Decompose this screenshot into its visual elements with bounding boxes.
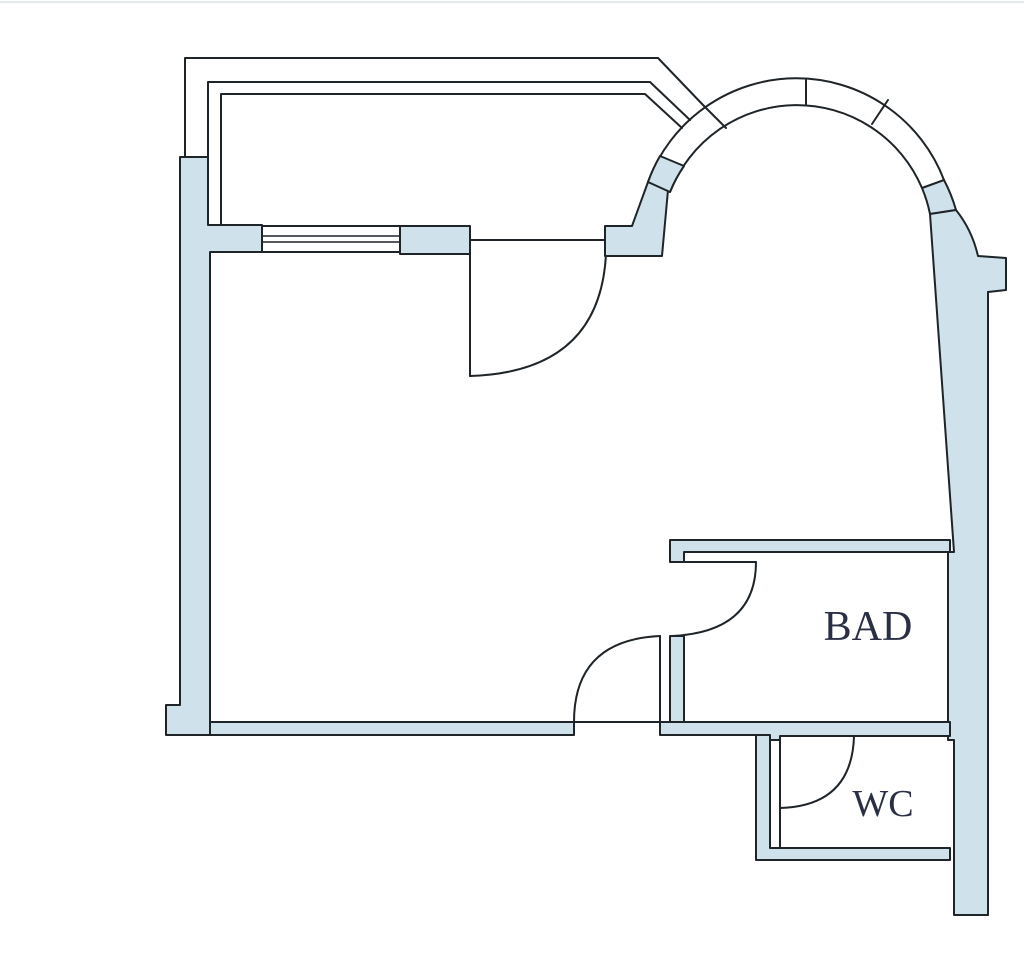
bay-window-arc	[647, 77, 957, 215]
entry-door	[573, 635, 661, 723]
bathroom-door	[671, 561, 757, 637]
bathroom-label: BAD	[824, 604, 913, 650]
bottom-wall	[209, 721, 575, 736]
balcony-middle-railing	[207, 81, 691, 226]
arc-pier	[604, 181, 669, 257]
wc-door	[779, 735, 855, 809]
bathroom-bottom-wall	[659, 721, 951, 741]
bathroom-left-wall	[669, 635, 685, 723]
toilet-label: WC	[852, 783, 913, 825]
balcony-outer-railing	[184, 57, 705, 158]
right-wall	[929, 209, 1007, 916]
balcony-inner-railing	[220, 93, 683, 226]
bathroom-top-wall	[669, 539, 951, 563]
top-wall-pier	[399, 225, 471, 255]
wc-left-wall	[755, 734, 951, 861]
balcony	[184, 57, 705, 226]
top-window-left	[261, 225, 401, 253]
left-wall	[165, 156, 263, 736]
balcony-door	[469, 253, 607, 377]
